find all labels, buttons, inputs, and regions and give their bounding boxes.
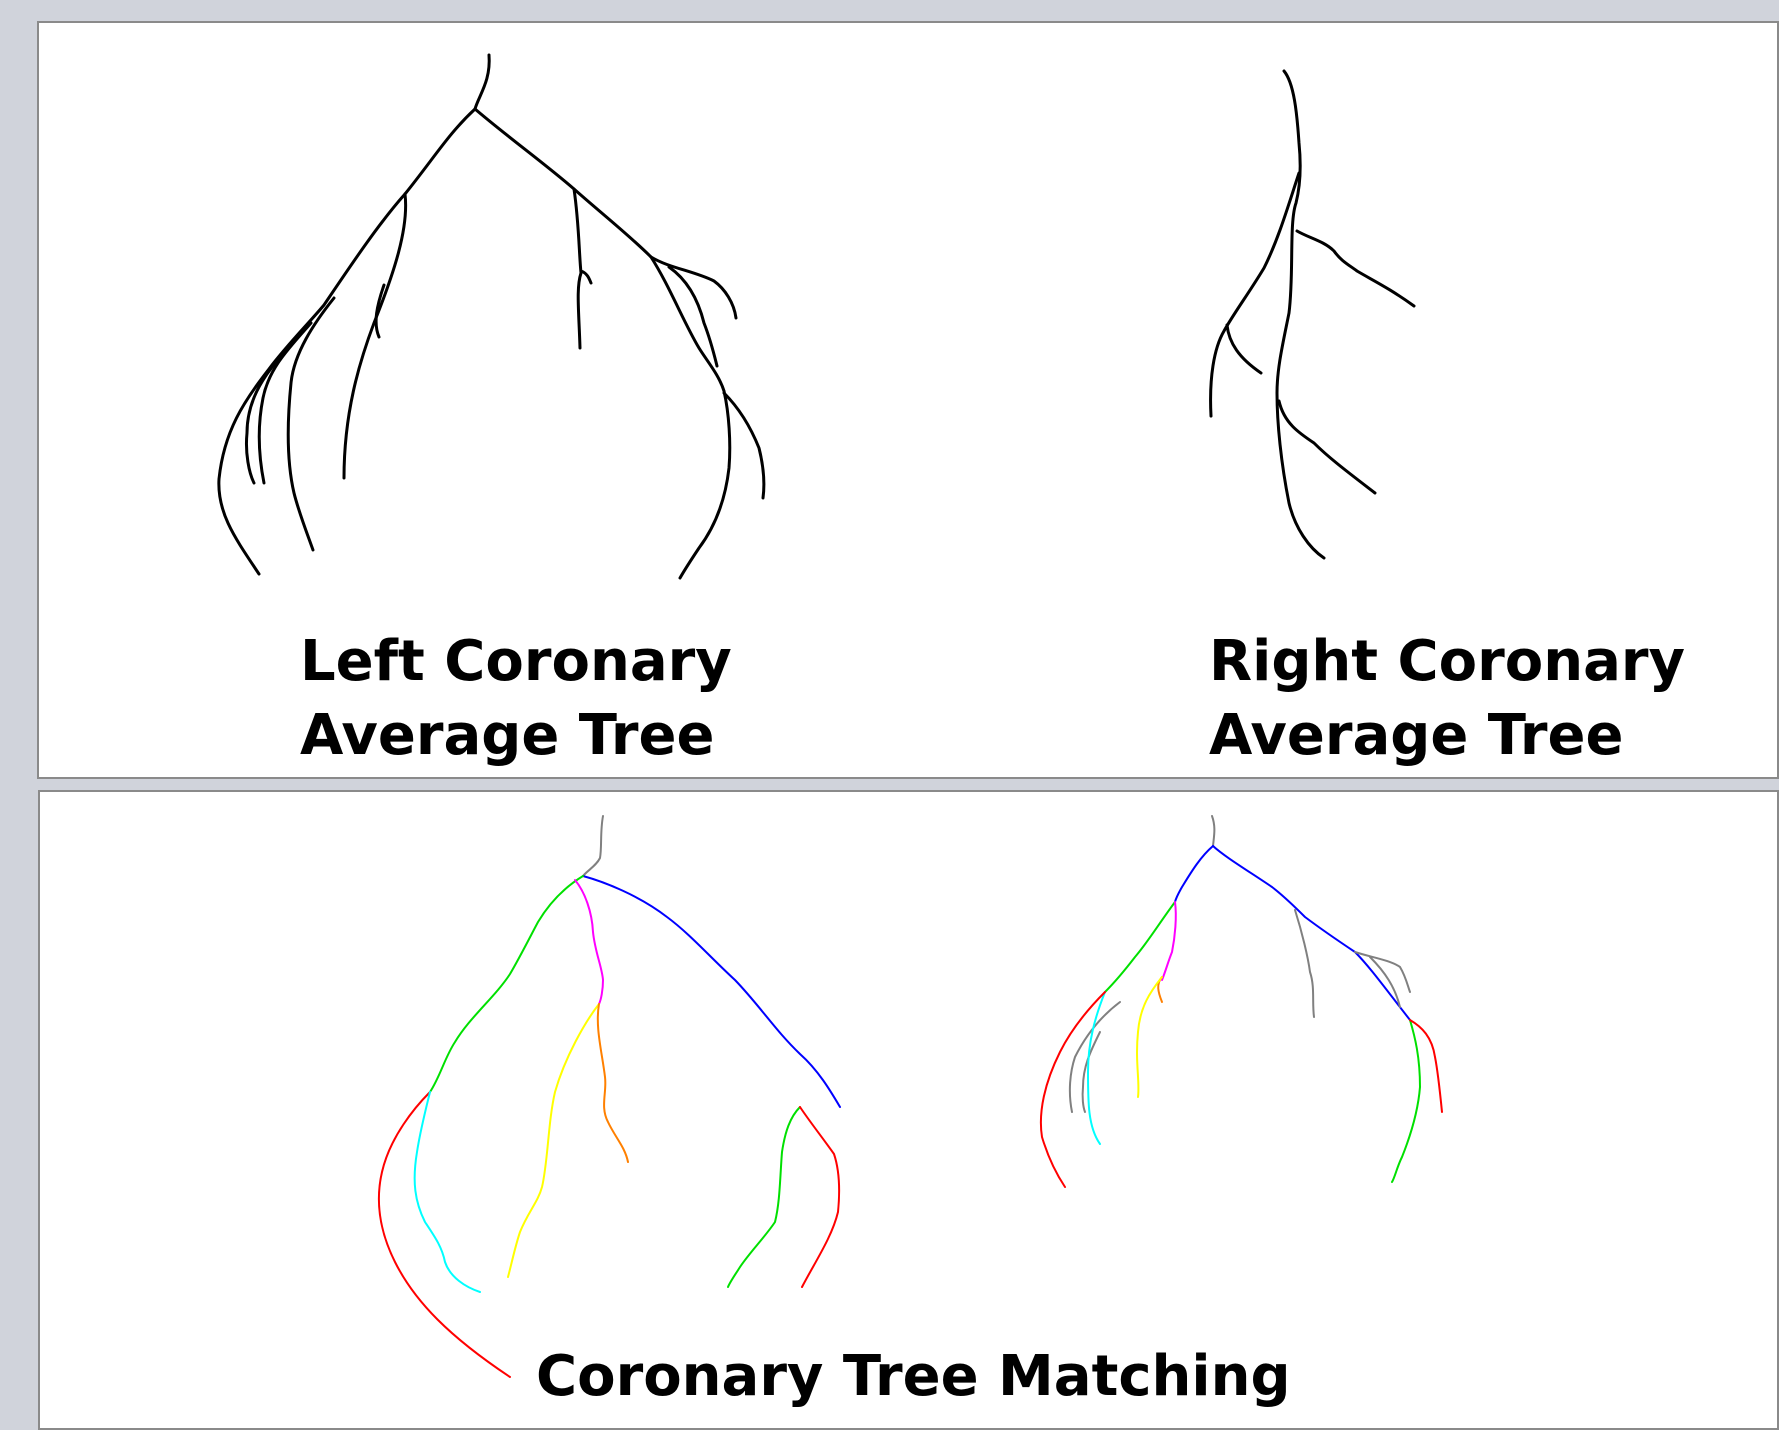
right-caption-line-1: Right Coronary — [1209, 625, 1685, 699]
match-vessel-cyan — [415, 1092, 480, 1292]
match-vessel-green-2 — [1105, 902, 1175, 992]
tree-matching-caption: Coronary Tree Matching — [536, 1340, 1291, 1414]
tree-matching-panel: Coronary Tree Matching — [38, 790, 1779, 1430]
left-coronary-average-tree — [219, 55, 764, 578]
vessel-rca-lower-branch — [1279, 401, 1375, 493]
match-vessel-magenta-2 — [1162, 902, 1176, 980]
match-vessel-blue-stub-2 — [1175, 846, 1213, 902]
match-vessel-green-main — [430, 876, 583, 1092]
match-vessel-grey-left-3 — [1083, 1032, 1100, 1112]
match-vessel-green-right — [728, 1107, 800, 1287]
match-vessel-blue — [583, 876, 840, 1107]
match-vessel-grey-root — [583, 816, 603, 876]
match-vessel-grey-root-2 — [1212, 816, 1214, 846]
match-vessel-cyan-2 — [1088, 992, 1105, 1144]
left-coronary-caption: Left Coronary Average Tree — [300, 625, 732, 773]
match-vessel-red-right-2 — [1410, 1020, 1442, 1112]
right-coronary-caption: Right Coronary Average Tree — [1209, 625, 1685, 773]
vessel-lad — [475, 109, 651, 257]
vessel-trunk — [475, 55, 489, 109]
matched-tree-right — [1041, 816, 1442, 1187]
vessel-rca-main — [1277, 71, 1324, 558]
vessel-rca-left-branch — [1211, 173, 1299, 416]
left-caption-line-1: Left Coronary — [300, 625, 732, 699]
right-caption-line-2: Average Tree — [1209, 699, 1685, 773]
tree-matching-diagram — [40, 792, 1779, 1430]
match-vessel-yellow-2 — [1137, 977, 1162, 1097]
vessel-left-inner-1 — [344, 194, 406, 478]
average-trees-panel: Left Coronary Average Tree Right Coronar… — [37, 21, 1779, 779]
vessel-right-lateral — [651, 257, 730, 578]
vessel-right-upper-1 — [651, 257, 736, 318]
vessel-mid-branch — [574, 189, 581, 348]
match-vessel-grey-mid-2 — [1295, 910, 1314, 1017]
match-vessel-orange — [598, 1004, 628, 1162]
match-vessel-yellow — [508, 1004, 599, 1277]
matched-tree-left — [379, 816, 840, 1377]
left-caption-line-2: Average Tree — [300, 699, 732, 773]
match-vessel-magenta — [575, 880, 603, 1004]
vessel-right-upper-2 — [669, 267, 717, 366]
vessel-mid-stub — [581, 271, 591, 283]
match-vessel-green-right-2 — [1392, 1020, 1420, 1182]
vessel-left-main-branch — [219, 109, 475, 574]
match-vessel-red-left — [379, 1092, 510, 1377]
right-coronary-average-tree — [1211, 71, 1414, 558]
vessel-rca-left-sub — [1227, 325, 1261, 373]
vessel-rca-right-branch — [1297, 231, 1414, 306]
match-vessel-blue-2 — [1213, 846, 1410, 1020]
match-vessel-red-right — [800, 1107, 839, 1287]
